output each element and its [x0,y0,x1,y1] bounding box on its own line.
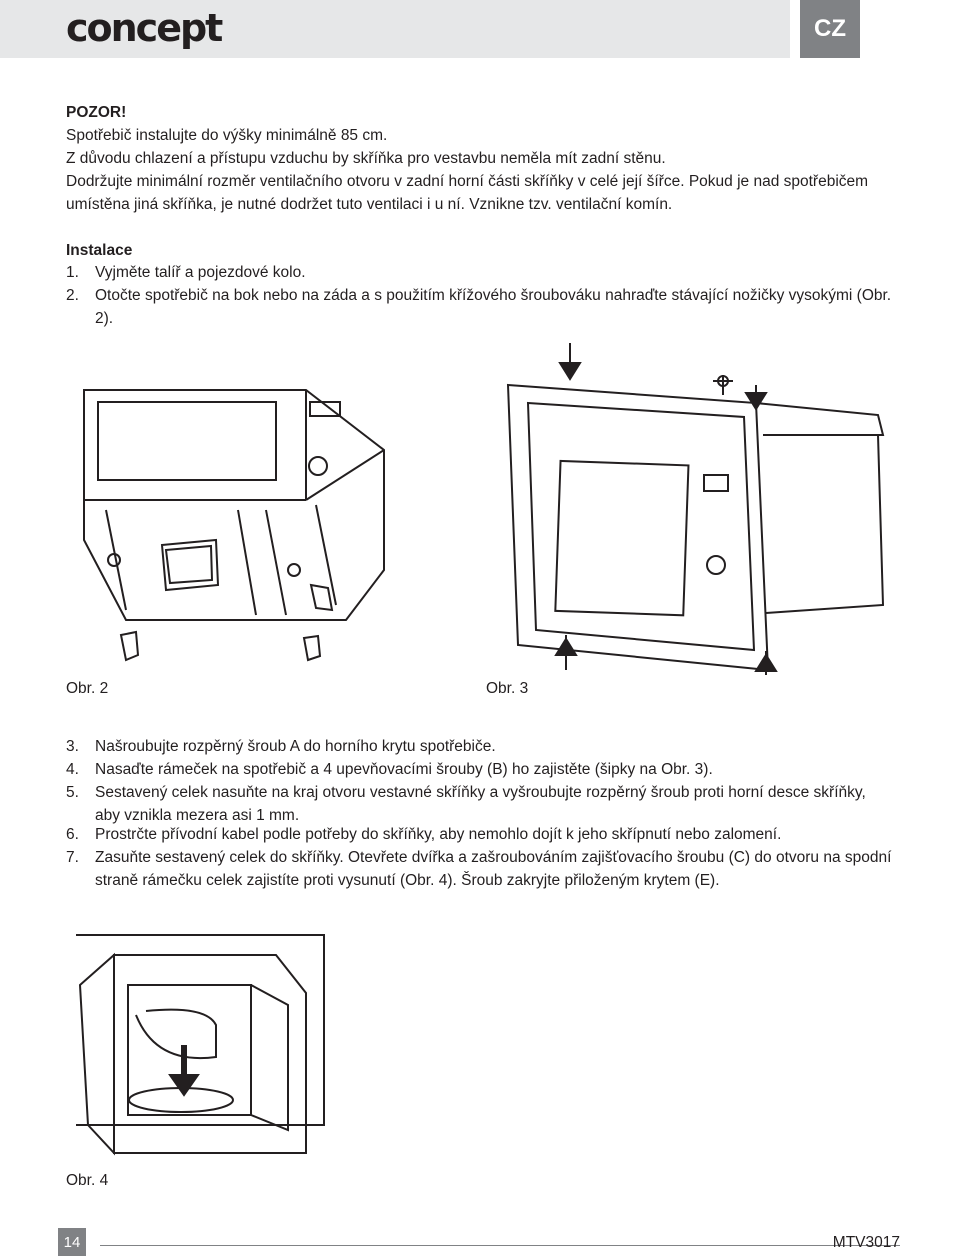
step-text: Nasaďte rámeček na spotřebič a 4 upevňov… [95,761,713,778]
figure-3-caption: Obr. 3 [486,680,529,697]
step-number: 6. [66,826,79,843]
figure-2-illustration [83,389,385,662]
step-number: 7. [66,849,79,866]
step-number: 1. [66,264,79,281]
step-number: 3. [66,738,79,755]
warning-title: POZOR! [66,104,127,121]
step-text: Vyjměte talíř a pojezdové kolo. [95,264,306,281]
figure-2-caption: Obr. 2 [66,680,109,697]
figure-4-illustration [76,934,325,1156]
step-text: Zasuňte sestavený celek do skříňky. Otev… [95,849,892,889]
model-number: MTV3017 [832,1234,900,1251]
warning-line: Z důvodu chlazení a přístupu vzduchu by … [66,150,666,167]
page-number: 14 [58,1228,86,1256]
step-text: Prostrčte přívodní kabel podle potřeby d… [95,826,782,843]
step-number: 4. [66,761,79,778]
warning-line: Dodržujte minimální rozměr ventilačního … [66,173,869,190]
step-number: 2. [66,287,79,304]
section-title: Instalace [66,242,133,259]
brand-logo: concept [66,6,223,50]
step-text: Sestavený celek nasuňte na kraj otvoru v… [95,784,866,824]
warning-line: umístěna jiná skříňka, je nutné dodržet … [66,196,673,213]
header-bar [0,0,790,58]
step-number: 5. [66,784,79,801]
step-text: Otočte spotřebič na bok nebo na záda a s… [95,287,892,327]
warning-line: Spotřebič instalujte do výšky minimálně … [66,127,388,144]
figure-3-illustration [506,343,885,675]
step-text: Našroubujte rozpěrný šroub A do horního … [95,738,496,755]
figure-4-caption: Obr. 4 [66,1172,109,1189]
language-badge: CZ [800,0,860,58]
footer-divider [100,1245,900,1246]
header: concept CZ [0,0,960,66]
